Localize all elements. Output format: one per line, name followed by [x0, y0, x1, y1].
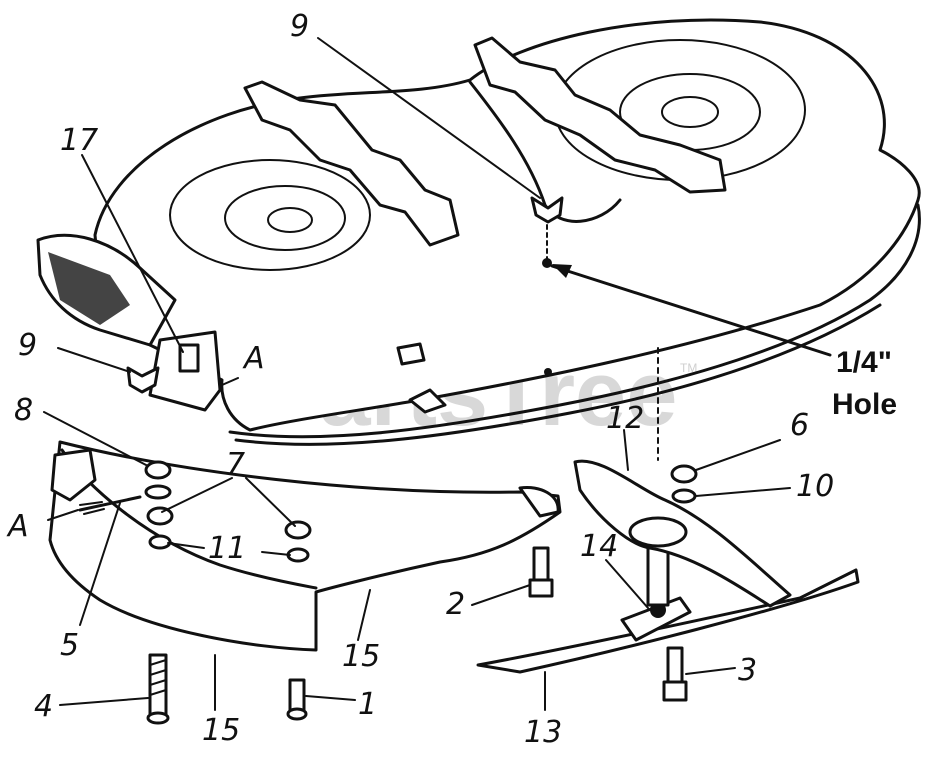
deflector-shield [48, 440, 562, 652]
callout-A-deck: A [242, 341, 265, 376]
quarter-inch-hole [542, 258, 552, 268]
callout-9-top: 9 [290, 9, 309, 44]
chute-opening [48, 252, 130, 325]
leader-1 [305, 695, 356, 701]
leader-lines [43, 37, 832, 711]
rod-threads [79, 501, 105, 515]
callout-A-shield: A [6, 509, 29, 544]
chute-latch [178, 343, 200, 373]
callout-14: 14 [580, 529, 618, 564]
callout-7: 7 [226, 447, 245, 482]
leader-6 [695, 439, 781, 471]
arrow-hole [552, 264, 572, 278]
callout-13: 13 [524, 715, 562, 750]
bolts [146, 546, 688, 725]
left-spindle-hub [267, 207, 313, 233]
leader-A-deck [221, 377, 239, 386]
wing-nut-top [530, 196, 564, 224]
washer-11-left [148, 534, 172, 550]
bolt-2-head [528, 578, 554, 598]
blades [476, 347, 860, 674]
leader-hole [550, 264, 832, 357]
callout-labels: 9 17 9 A 8 7 A 11 5 4 15 1 15 2 12 6 10 … [6, 9, 897, 750]
deck-fastener [396, 342, 426, 366]
wing-nut-left [126, 366, 160, 394]
callout-10: 10 [796, 469, 834, 504]
hole-label-size: 1/4" [836, 346, 892, 379]
leader-10 [695, 487, 791, 497]
leader-17 [81, 154, 184, 353]
shield-bracket [50, 448, 97, 502]
callout-4: 4 [34, 689, 53, 724]
hole-label-word: Hole [832, 388, 897, 421]
shield-body [48, 440, 562, 652]
leader-9-left [57, 347, 131, 373]
callout-9-left: 9 [18, 328, 37, 363]
blade-13 [476, 568, 860, 674]
washer-10 [671, 488, 697, 504]
nut-7-right [284, 520, 312, 540]
callout-11: 11 [208, 531, 246, 566]
right-spindle-hub [661, 96, 719, 128]
washer-top [144, 484, 172, 500]
callout-3: 3 [738, 653, 757, 688]
left-spindle-ring [224, 185, 346, 251]
nut-7-left [146, 506, 174, 526]
callout-8: 8 [14, 393, 33, 428]
blade-12-hub [628, 516, 688, 548]
leader-2 [471, 584, 531, 606]
shield-end-tab [518, 485, 560, 518]
bolt-1-head [286, 707, 308, 721]
leader-7-right [245, 477, 296, 527]
callout-12: 12 [606, 401, 644, 436]
bolt-4-head [146, 711, 170, 725]
leader-11-right [261, 551, 291, 556]
bolt-3-head [662, 680, 688, 702]
leader-4 [59, 697, 149, 706]
callout-2: 2 [446, 587, 465, 622]
deck-tab [408, 388, 447, 414]
callout-5: 5 [60, 628, 79, 663]
callout-1: 1 [358, 687, 377, 722]
callout-17: 17 [60, 123, 98, 158]
leader-14 [605, 559, 649, 609]
right-hanger-bracket [473, 36, 727, 194]
bolt-4-threads [149, 659, 167, 696]
leader-3 [685, 667, 736, 675]
left-spindle-housing [169, 159, 371, 271]
callout-15-right: 15 [342, 639, 380, 674]
leader-12 [623, 429, 629, 471]
deck-skirt [228, 203, 921, 439]
mower-deck [36, 18, 921, 446]
watermark-tm: TM [680, 361, 697, 375]
left-hanger-bracket [243, 80, 460, 247]
callout-6: 6 [790, 408, 809, 443]
leader-15-right [357, 589, 371, 641]
callout-15-bottom: 15 [202, 713, 240, 748]
nut-6 [670, 464, 698, 484]
bolt-3 [666, 646, 684, 687]
leader-A-shield [47, 509, 79, 521]
leader-7-left [161, 477, 233, 513]
leader-9-top [317, 37, 541, 199]
leader-5 [79, 502, 121, 626]
leader-11-left [167, 542, 205, 549]
shield-rod [78, 495, 142, 512]
nut-8 [144, 460, 172, 480]
leader-8 [43, 411, 149, 467]
bolt-1 [288, 678, 306, 714]
deck-bolt-hole [544, 368, 552, 376]
